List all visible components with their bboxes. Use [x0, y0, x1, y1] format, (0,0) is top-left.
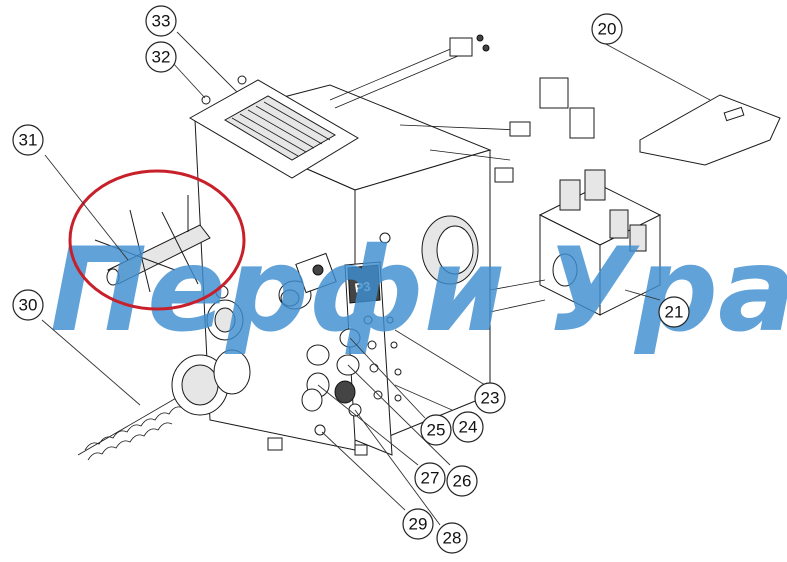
callout-28: 28: [436, 522, 468, 554]
callout-27: 27: [414, 462, 446, 494]
callout-24-label: 24: [459, 418, 478, 437]
callout-26: 26: [446, 465, 478, 497]
callout-30-label: 30: [19, 296, 38, 315]
rear-rail-assembly: [329, 34, 595, 183]
callout-25: 25: [420, 414, 452, 446]
callout-28-label: 28: [443, 529, 462, 548]
callout-25-label: 25: [427, 421, 446, 440]
callout-20: 20: [591, 13, 623, 45]
top-grate: [188, 75, 359, 179]
callout-32-label: 32: [152, 48, 171, 67]
callout-31: 31: [12, 124, 44, 156]
leader-lines: [41, 31, 711, 526]
callout-33: 33: [145, 5, 177, 37]
callout-27-label: 27: [421, 469, 440, 488]
callout-24: 24: [452, 411, 484, 443]
callout-23: 23: [474, 382, 506, 414]
cross-knife-assembly: [94, 195, 211, 293]
watermark-text: Перфи Урал: [50, 223, 787, 358]
panel-label: P3: [354, 279, 372, 296]
callout-32: 32: [145, 41, 177, 73]
callout-23-label: 23: [481, 389, 500, 408]
callout-30: 30: [12, 289, 44, 321]
callout-20-label: 20: [598, 20, 617, 39]
callout-26-label: 26: [453, 472, 472, 491]
callout-21-label: 21: [665, 303, 684, 322]
cover-plate: [639, 94, 781, 166]
electrical-module: [489, 169, 662, 316]
front-coupling: [215, 252, 337, 310]
highlight-ellipse: [68, 169, 246, 311]
callout-21: 21: [658, 296, 690, 328]
callout-29-label: 29: [409, 515, 428, 534]
callout-31-label: 31: [19, 131, 38, 150]
callout-33-label: 33: [152, 12, 171, 31]
callout-29: 29: [402, 508, 434, 540]
auger-assembly: [77, 299, 251, 461]
